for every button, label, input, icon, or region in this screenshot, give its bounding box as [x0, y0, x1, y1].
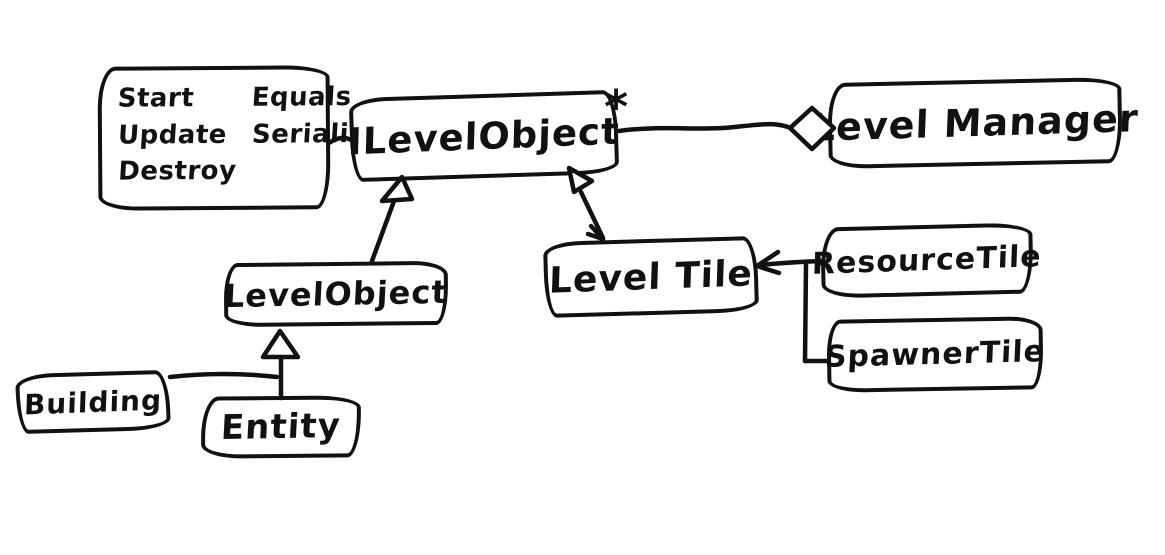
node-building-label: Building [23, 382, 163, 422]
inheritance-arrowhead-leveltile-icon [754, 249, 782, 276]
node-levelmanager-label: Level Manager [810, 96, 1140, 150]
node-ilevelobject: ILevelObject [347, 89, 621, 183]
node-leveltile-label: Level Tile [548, 252, 754, 302]
edge-building-link-line [167, 371, 280, 380]
methods-columns: Start Update Destroy Equals Serialize [116, 81, 384, 188]
method-update: Update [117, 119, 228, 151]
edge-leveltile-realization-line [578, 189, 606, 241]
node-leveltile: Level Tile [542, 236, 760, 318]
edge-levelobject-realization-line [369, 198, 397, 264]
node-levelmanager: Level Manager [810, 76, 1140, 170]
leveltile-tail-arrowhead-icon [585, 223, 606, 242]
method-start: Start [116, 83, 196, 114]
node-spawnertile: SpawnerTile [824, 316, 1046, 393]
node-levelobject-label: LevelObject [223, 272, 449, 316]
inheritance-arrowhead-levelobject-icon [260, 328, 301, 360]
edge-aggregation-line [616, 121, 794, 134]
node-ilevelobject-label: ILevelObject [347, 109, 621, 163]
method-destroy: Destroy [117, 155, 238, 187]
edge-tile-branch-vertical-line [802, 261, 809, 364]
node-spawnertile-label: SpawnerTile [824, 334, 1046, 375]
node-resourcetile-label: ResourceTile [811, 239, 1043, 282]
methods-column-1: Start Update Destroy [116, 82, 238, 188]
node-interface-methods-note: Start Update Destroy Equals Serialize [97, 65, 384, 211]
node-levelobject: LevelObject [223, 260, 449, 328]
node-building: Building [15, 369, 171, 435]
multiplicity-star: * [604, 80, 629, 134]
node-entity: Entity [200, 395, 362, 459]
node-resourcetile: ResourceTile [812, 222, 1042, 299]
node-entity-label: Entity [220, 405, 342, 449]
